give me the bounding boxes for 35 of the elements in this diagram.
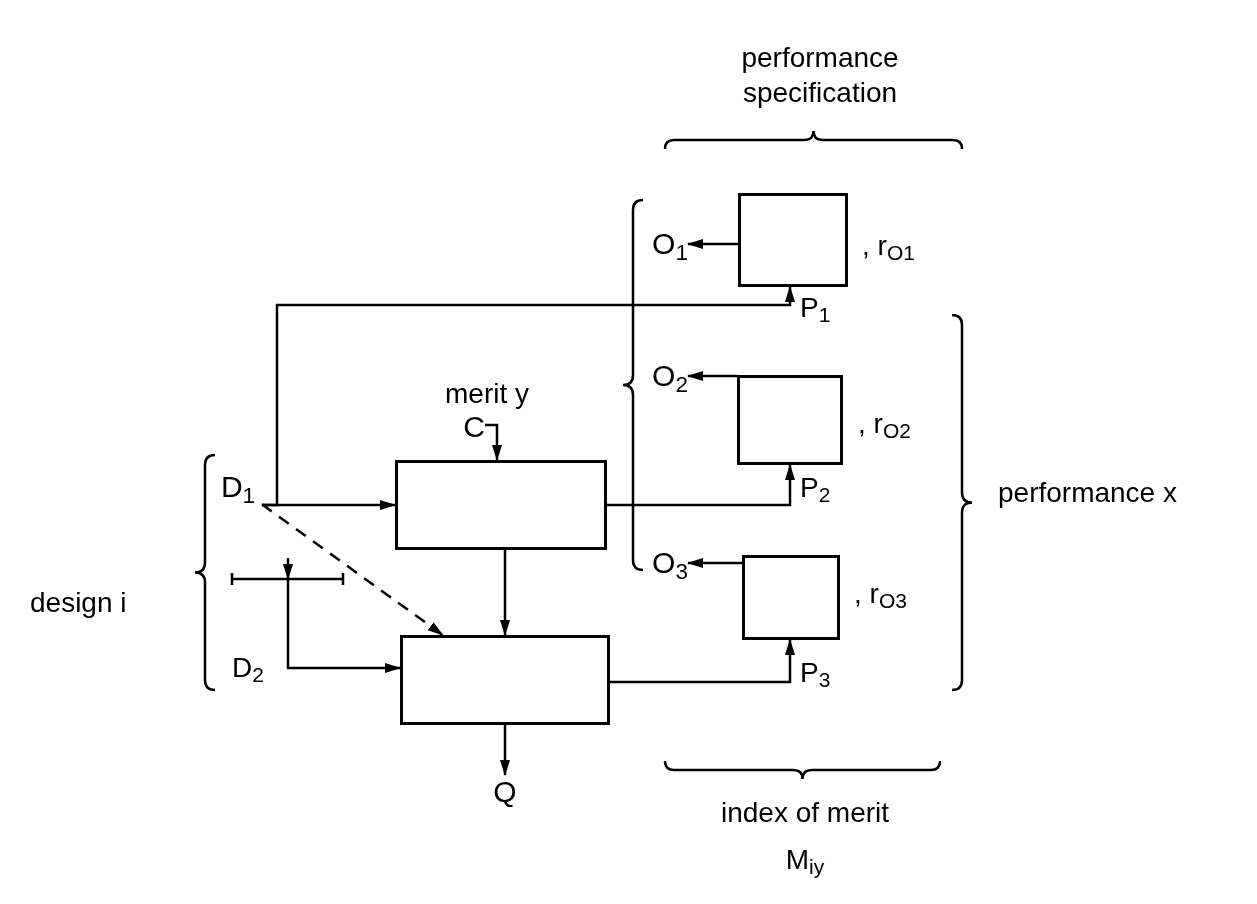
resistance-label: , r$_{O3}$	[854, 580, 907, 608]
annotation-text: P$_{2}$	[800, 471, 832, 505]
arrow	[687, 371, 737, 381]
arrow	[261, 503, 444, 636]
arrow	[610, 639, 795, 684]
process-box	[742, 555, 840, 640]
annotation-text: design i	[30, 586, 128, 620]
annotation-text: merit y	[445, 377, 530, 411]
variable-label: O$_{1}$	[652, 226, 688, 262]
variable-label: O$_{2}$	[652, 358, 688, 394]
arrow	[687, 239, 738, 249]
process-box	[737, 375, 843, 465]
arrow	[607, 464, 795, 507]
variable-label: Q	[490, 775, 520, 809]
arrow	[687, 558, 742, 568]
variable-label: D$_{1}$	[214, 468, 262, 506]
annotation-text: M$_{iy}$	[784, 843, 826, 877]
variable-label: O$_{3}$	[652, 545, 688, 581]
arrow	[485, 423, 502, 461]
resistance-label: , r$_{O1}$	[862, 232, 915, 260]
arrow	[500, 725, 510, 776]
annotation-text: performance x	[998, 476, 1178, 510]
variable-label: C	[463, 410, 485, 444]
annotation-text: P$_{3}$	[800, 656, 832, 690]
annotation-text: index of merit	[719, 796, 891, 830]
annotation-text: performance specification	[740, 41, 900, 110]
process-box	[395, 460, 607, 550]
annotation-text: D$_{2}$	[232, 651, 265, 685]
resistance-label: , r$_{O2}$	[858, 410, 911, 438]
arrow	[262, 286, 795, 507]
arrow	[283, 558, 401, 673]
arrow	[500, 550, 510, 636]
annotation-text: P$_{1}$	[800, 291, 832, 325]
process-box	[738, 193, 848, 287]
process-box	[400, 635, 610, 725]
